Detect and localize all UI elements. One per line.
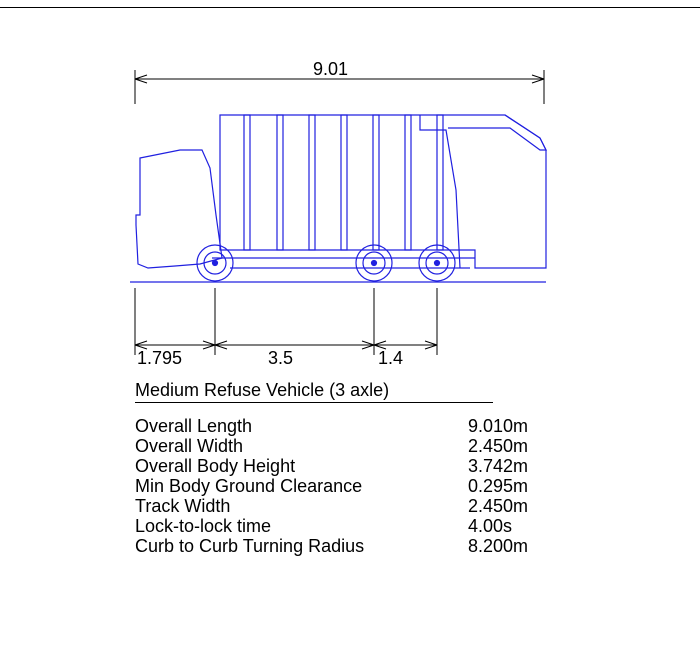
spec-value: 4.00s <box>468 516 513 536</box>
body-rib <box>276 114 284 251</box>
spec-rows: Overall Length 9.010m Overall Width 2.45… <box>135 416 575 556</box>
spec-label: Overall Width <box>135 436 244 456</box>
spec-value: 3.742m <box>468 456 529 476</box>
segment-dimension-front-overhang: 1.795 <box>137 348 182 368</box>
segment-dimension-axle-spread: 1.4 <box>378 348 403 368</box>
body-rib <box>436 114 444 251</box>
spec-value: 2.450m <box>468 496 529 516</box>
spec-row: Track Width 2.450m <box>135 496 575 516</box>
body-rib <box>340 114 348 251</box>
spec-label: Overall Body Height <box>135 456 296 476</box>
spec-row: Overall Width 2.450m <box>135 436 575 456</box>
spec-value: 8.200m <box>468 536 529 556</box>
body-rib <box>308 114 316 251</box>
segment-dimensions <box>134 288 438 355</box>
spec-value: 0.295m <box>468 476 529 496</box>
rear-wheel-2 <box>418 244 456 282</box>
body-rib <box>372 114 380 251</box>
spec-row: Lock-to-lock time 4.00s <box>135 516 575 536</box>
spec-title: Medium Refuse Vehicle (3 axle) <box>135 380 493 403</box>
spec-label: Lock-to-lock time <box>135 516 272 536</box>
cab-outline <box>135 149 223 269</box>
spec-row: Min Body Ground Clearance 0.295m <box>135 476 575 496</box>
spec-value: 9.010m <box>468 416 529 436</box>
spec-label: Overall Length <box>135 416 253 436</box>
spec-value: 2.450m <box>468 436 529 456</box>
rear-wheel-1 <box>355 244 393 282</box>
body-rib <box>243 114 251 251</box>
segment-dimension-wheelbase: 3.5 <box>268 348 293 368</box>
spec-label: Track Width <box>135 496 231 516</box>
front-wheel <box>196 244 234 282</box>
body-rib <box>404 114 412 251</box>
spec-row: Curb to Curb Turning Radius 8.200m <box>135 536 575 556</box>
overall-dimension-label: 9.01 <box>313 59 348 79</box>
body-outline <box>219 114 547 269</box>
spec-row: Overall Body Height 3.742m <box>135 456 575 476</box>
spec-row: Overall Length 9.010m <box>135 416 575 436</box>
spec-label: Min Body Ground Clearance <box>135 476 363 496</box>
vehicle-outline <box>130 114 547 283</box>
spec-label: Curb to Curb Turning Radius <box>135 536 365 556</box>
overall-dimension <box>134 70 545 104</box>
